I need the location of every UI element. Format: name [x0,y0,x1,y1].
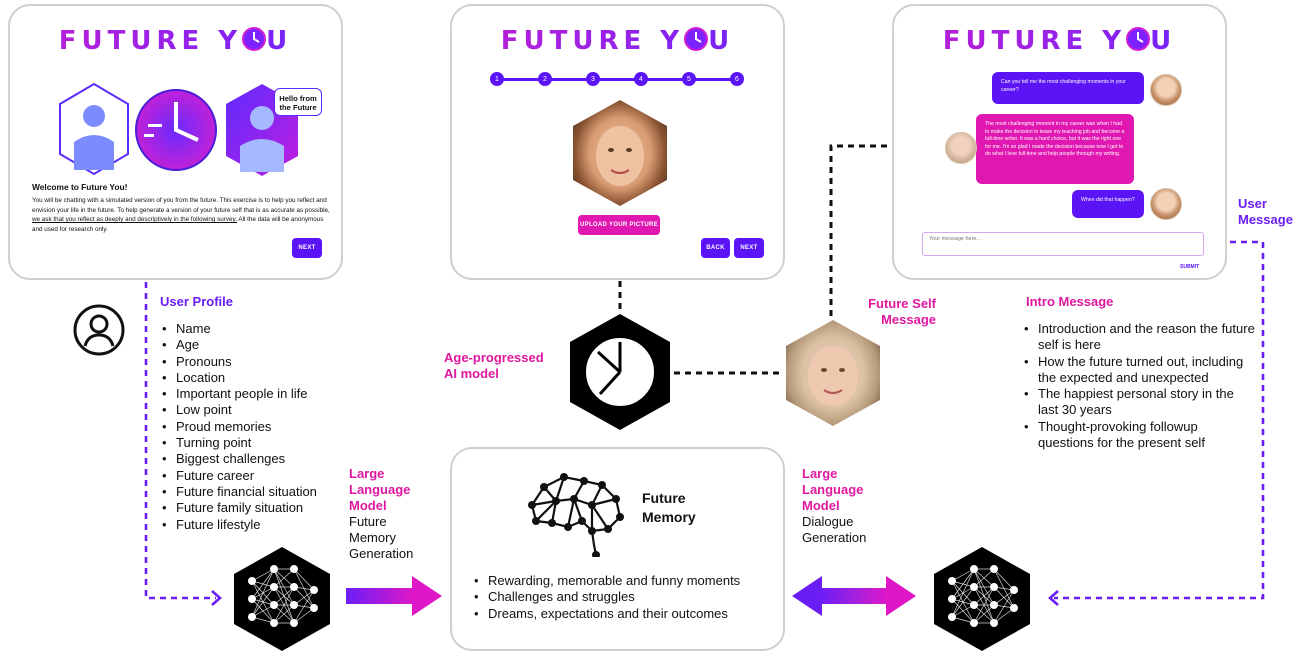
progress-stepper: 1 2 3 4 5 6 [490,72,744,88]
intro-message-list: Introduction and the reason the future s… [1024,321,1256,451]
intro-item: Introduction and the reason the future s… [1024,321,1256,354]
message-input[interactable] [922,232,1204,256]
step-dot[interactable]: 4 [634,72,648,86]
brain-network-icon [528,473,624,557]
memory-item: Dreams, expectations and their outcomes [474,606,774,623]
neural-network-icon [934,547,1030,651]
step-dot[interactable]: 5 [682,72,696,86]
llm-to-memory-arrow [346,576,442,616]
next-button[interactable]: NEXT [292,238,322,258]
user-profile-title: User Profile [160,294,233,309]
profile-item: Low point [162,402,342,419]
user-chat-message: When did that happen? [1072,190,1144,218]
memory-item: Rewarding, memorable and funny moments [474,573,774,590]
stepper-track [496,78,738,81]
welcome-title: Welcome to Future You! [32,182,128,192]
profile-item: Important people in life [162,386,342,403]
future-self-avatar [945,132,977,164]
hello-bubble: Hello from the Future [274,88,322,116]
user-avatar [1150,188,1182,220]
profile-item: Future career [162,468,342,485]
welcome-body-tail: All the data will be anonymous and used … [32,216,324,233]
clock-logo-icon [242,27,267,58]
profile-item: Future financial situation [162,484,342,501]
user-photo [573,100,667,206]
step-dot[interactable]: 1 [490,72,504,86]
step-dot[interactable]: 6 [730,72,744,86]
intro-message-title: Intro Message [1026,294,1114,309]
profile-item: Proud memories [162,419,342,436]
user-avatar [1150,74,1182,106]
future-self-chat-message: The most challenging moment in my career… [976,114,1134,184]
user-profile-icon [73,304,125,356]
profile-item: Future lifestyle [162,517,342,534]
time-travel-illustration [59,82,298,176]
future-memory-list: Rewarding, memorable and funny moments C… [474,573,774,622]
profile-item: Future family situation [162,500,342,517]
profile-to-llm-connector [144,282,222,606]
intro-item: Thought-provoking followup questions for… [1024,419,1256,452]
future-self-face [786,320,880,426]
user-chat-message: Can you tell me the most challenging mom… [992,72,1144,104]
clock-logo-icon [684,27,709,58]
welcome-body: You will be chatting with a simulated ve… [32,196,330,234]
welcome-body-underline: we ask that you reflect as deeply and de… [32,216,237,223]
submit-button[interactable]: SUBMIT [1180,264,1200,270]
llm-right-label: Large Language Model Dialogue Generation [802,466,867,545]
user-profile-list: Name Age Pronouns Location Important peo… [162,321,342,533]
intro-item: The happiest personal story in the last … [1024,386,1256,419]
memory-item: Challenges and struggles [474,589,774,606]
profile-item: Age [162,337,342,354]
profile-item: Pronouns [162,354,342,371]
clock-logo-icon [1126,27,1151,58]
step-dot[interactable]: 2 [538,72,552,86]
llm-left-label: Large Language Model Future Memory Gener… [349,466,414,561]
step-dot[interactable]: 3 [586,72,600,86]
profile-item: Turning point [162,435,342,452]
welcome-body-text: You will be chatting with a simulated ve… [32,197,330,214]
profile-item: Location [162,370,342,387]
back-button[interactable]: BACK [701,238,730,258]
profile-item: Biggest challenges [162,451,342,468]
next-button[interactable]: NEXT [734,238,764,258]
neural-network-icon [234,547,330,651]
memory-dialogue-double-arrow [792,576,916,616]
upload-picture-button[interactable]: UPLOAD YOUR PICTURE [578,215,660,235]
clock-hexagon-icon [570,314,670,430]
profile-item: Name [162,321,342,338]
intro-item: How the future turned out, including the… [1024,354,1256,387]
